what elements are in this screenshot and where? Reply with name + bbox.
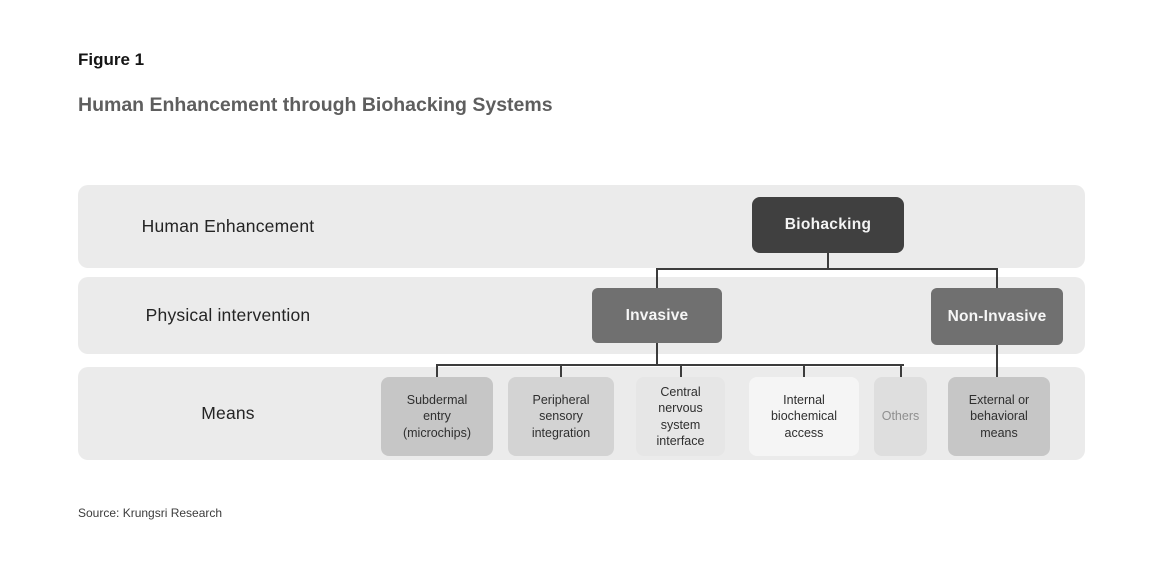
node-invasive: Invasive — [592, 288, 722, 343]
row-label-human-enhancement: Human Enhancement — [141, 216, 315, 236]
connector-to-internal — [803, 364, 805, 377]
connector-noninvasive-down — [996, 345, 998, 377]
connector-to-noninvasive — [996, 268, 998, 288]
node-peripheral-sensory: Peripheral sensory integration — [508, 377, 614, 456]
connector-to-peripheral — [560, 364, 562, 377]
connector-biohacking-down — [827, 253, 829, 270]
row-label-means: Means — [201, 403, 255, 423]
connector-to-central — [680, 364, 682, 377]
connector-to-others — [900, 364, 902, 377]
node-others: Others — [874, 377, 927, 456]
connector-invasive-down — [656, 343, 658, 366]
connector-level2-horizontal — [656, 268, 998, 270]
node-external-behavioral: External or behavioral means — [948, 377, 1050, 456]
node-non-invasive: Non-Invasive — [931, 288, 1063, 345]
figure-title: Human Enhancement through Biohacking Sys… — [78, 94, 553, 116]
row-label-physical-intervention: Physical intervention — [145, 305, 311, 325]
row-band-human-enhancement — [78, 185, 1085, 268]
node-biohacking: Biohacking — [752, 197, 904, 253]
connector-to-invasive — [656, 268, 658, 288]
source-note: Source: Krungsri Research — [78, 506, 223, 520]
node-subdermal-entry: Subdermal entry (microchips) — [381, 377, 493, 456]
connector-level3-horizontal — [436, 364, 904, 366]
node-internal-biochemical: Internal biochemical access — [749, 377, 859, 456]
connector-to-subdermal — [436, 364, 438, 377]
figure-number: Figure 1 — [78, 50, 145, 69]
node-central-nervous: Central nervous system interface — [636, 377, 725, 456]
row-band-physical-intervention — [78, 277, 1085, 354]
